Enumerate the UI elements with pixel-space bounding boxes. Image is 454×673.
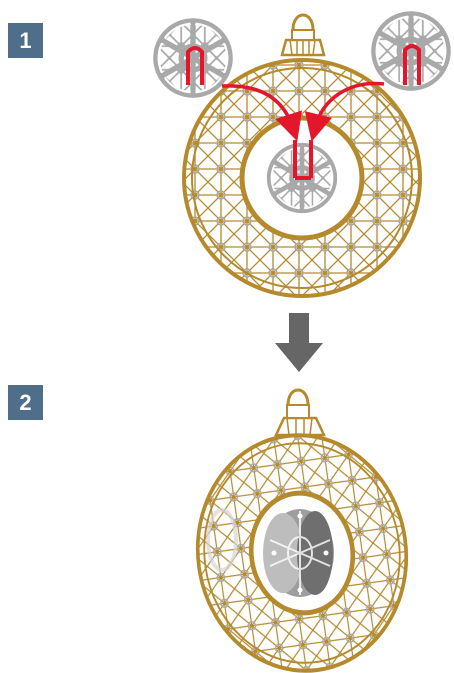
ornament-hanger-2 [276,390,324,435]
right-snowflake [371,11,451,91]
left-snowflake [153,18,233,98]
down-arrow [275,313,323,372]
ornament-hanger-1 [282,15,324,55]
assembled-center-snowflake [263,509,334,597]
